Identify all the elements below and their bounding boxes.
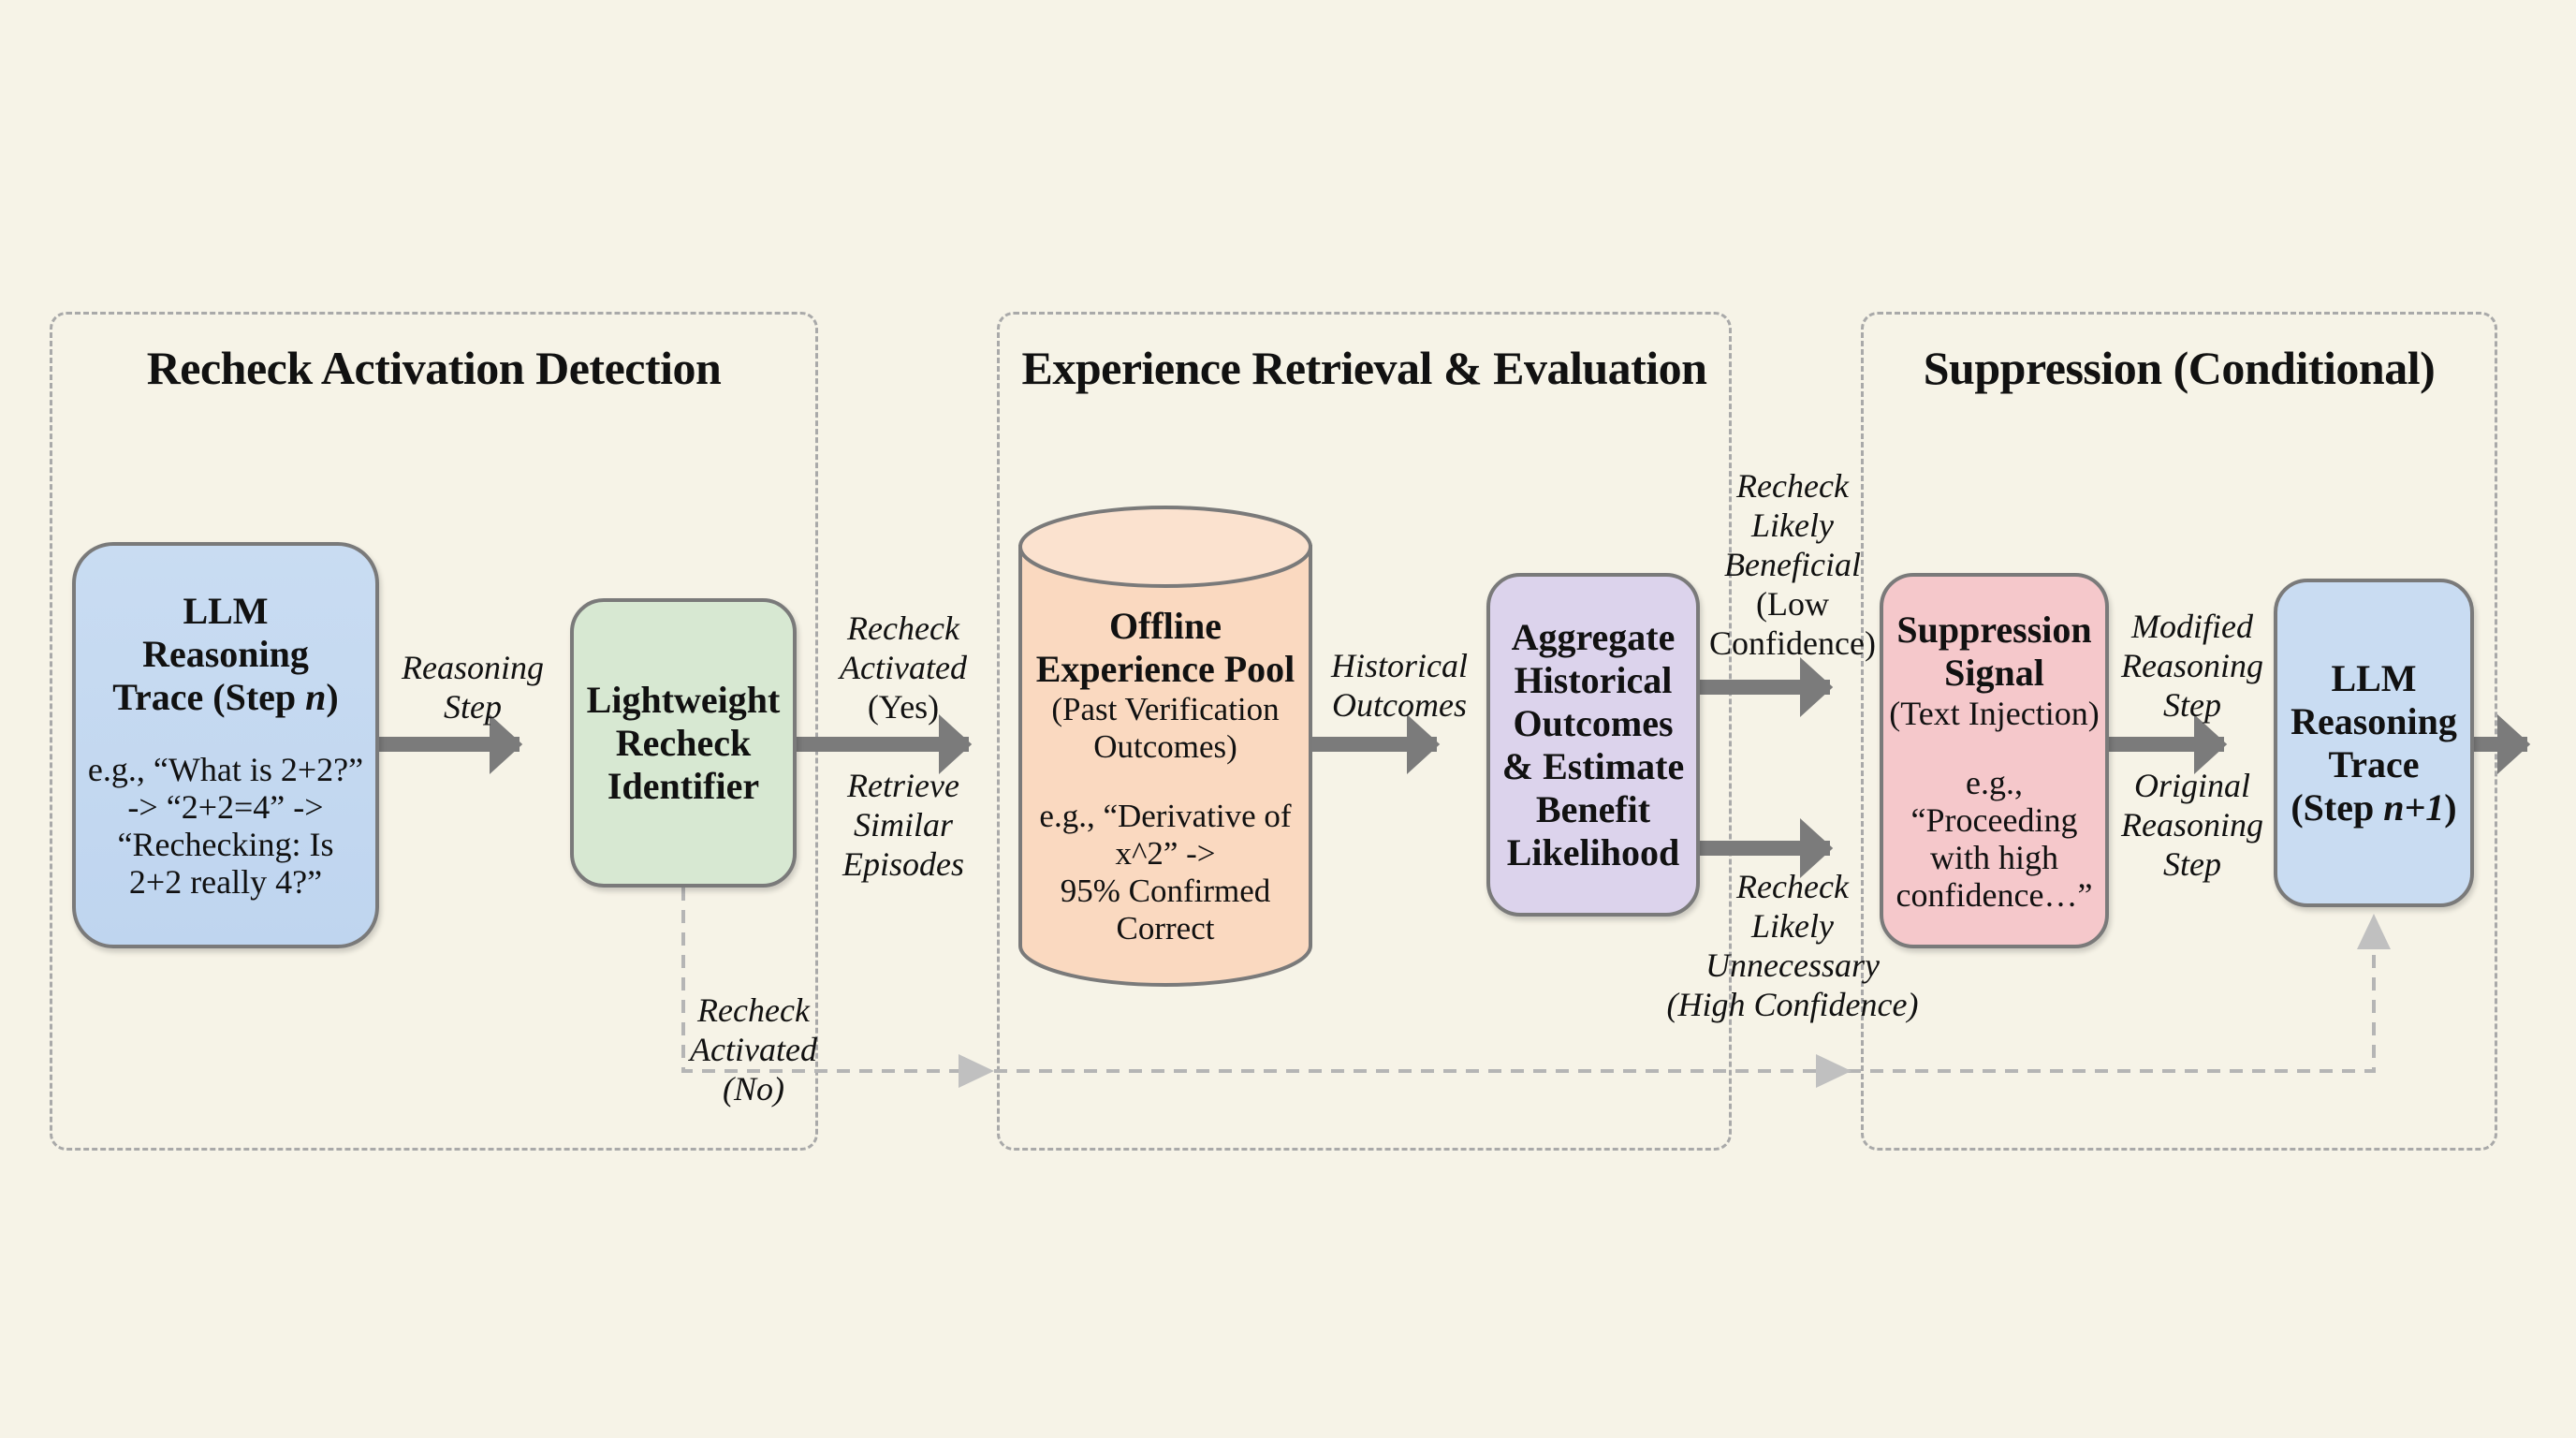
label-line: Retrieve — [847, 767, 959, 804]
label-line: Unnecessary — [1705, 946, 1880, 984]
section-title: Experience Retrieval & Evaluation — [1021, 342, 1708, 394]
node-title: LLM — [183, 590, 269, 632]
edge-label-historical-outcomes: Historical Outcomes — [1310, 646, 1488, 725]
label-line: Recheck — [697, 991, 810, 1029]
label-line: Recheck — [1736, 868, 1849, 905]
node-example: e.g., “Derivative of — [1039, 798, 1292, 834]
node-example: x^2” -> — [1115, 835, 1216, 872]
node-llm-reasoning-trace-step-n1[interactable]: LLM Reasoning Trace (Step n+1) — [2274, 579, 2474, 907]
edge-label-likely-beneficial: Recheck Likely Beneficial (Low Confidenc… — [1685, 466, 1900, 663]
node-subtitle: (Past Verification — [1051, 691, 1280, 727]
label-line: Beneficial — [1724, 546, 1861, 583]
node-title: & Estimate — [1501, 744, 1685, 787]
label-line: (Yes) — [867, 688, 940, 726]
node-example: e.g., — [1966, 763, 2023, 801]
node-title: Outcomes — [1513, 701, 1674, 744]
section-recheck-activation-detection: Recheck Activation Detection — [50, 312, 818, 1151]
label-line: Activated — [840, 649, 967, 686]
node-example: e.g., “What is 2+2?” — [87, 751, 364, 788]
node-title: Trace — [2328, 742, 2420, 785]
label-line: Historical — [1330, 647, 1468, 684]
node-title: LLM — [2331, 656, 2417, 699]
node-title-text: (Step — [2291, 785, 2384, 829]
node-title: Historical — [1514, 658, 1673, 701]
node-title: Reasoning — [2291, 699, 2457, 742]
node-title: Identifier — [607, 764, 760, 807]
label-line: Activated — [690, 1031, 817, 1068]
node-example: 95% Confirmed — [1060, 873, 1271, 909]
edge-label-recheck-activated-yes: Recheck Activated (Yes) — [814, 609, 992, 726]
section-experience-retrieval: Experience Retrieval & Evaluation — [997, 312, 1732, 1151]
node-example: “Rechecking: Is — [117, 826, 334, 863]
edge-label-recheck-activated-no: Recheck Activated (No) — [669, 990, 838, 1108]
label-line: Step — [444, 688, 502, 726]
label-line: Recheck — [847, 609, 959, 647]
node-title: Aggregate — [1511, 615, 1676, 658]
node-example: 2+2 really 4?” — [128, 863, 323, 901]
node-title: (Step n+1) — [2291, 786, 2456, 829]
edge-label-modified-reasoning-step: Modified Reasoning Step — [2108, 607, 2276, 725]
node-example: Correct — [1116, 910, 1215, 946]
section-title: Recheck Activation Detection — [146, 342, 722, 394]
node-subtitle: Outcomes) — [1093, 728, 1237, 765]
label-line: (Low — [1756, 585, 1829, 623]
node-title: Reasoning — [142, 633, 309, 675]
edge-label-likely-unnecessary: Recheck Likely Unnecessary (High Confide… — [1647, 867, 1938, 1024]
node-title: Trace (Step n) — [112, 676, 338, 719]
edge-label-reasoning-step: Reasoning Step — [384, 648, 562, 726]
label-line: Likely — [1751, 907, 1834, 945]
dashed-arrowhead — [2357, 914, 2391, 949]
node-suppression-signal[interactable]: Suppression Signal (Text Injection) e.g.… — [1880, 573, 2109, 948]
label-line: Recheck — [1736, 467, 1849, 505]
label-line: Modified — [2131, 608, 2253, 645]
label-line: Step — [2163, 686, 2221, 724]
node-title: Recheck — [615, 721, 752, 764]
label-line: Step — [2163, 845, 2221, 883]
node-title-text: Trace (Step — [112, 676, 306, 718]
node-lightweight-recheck-identifier[interactable]: Lightweight Recheck Identifier — [570, 598, 797, 888]
node-example: -> “2+2=4” -> — [127, 788, 324, 826]
section-suppression: Suppression (Conditional) — [1861, 312, 2497, 1151]
node-title: Benefit — [1535, 787, 1651, 830]
section-title: Suppression (Conditional) — [1923, 342, 2436, 394]
label-line: Similar — [853, 806, 953, 844]
node-example: “Proceeding — [1910, 800, 2078, 839]
label-line: Reasoning — [402, 649, 544, 686]
node-offline-experience-pool[interactable]: Offline Experience Pool (Past Verificati… — [1020, 605, 1310, 947]
node-title: Offline — [1109, 605, 1222, 647]
node-title: Experience Pool — [1035, 648, 1295, 690]
node-title: Suppression — [1896, 608, 2092, 651]
step-variable: n — [305, 676, 327, 718]
label-line: (High Confidence) — [1666, 986, 1919, 1023]
node-title-close: ) — [2444, 785, 2457, 829]
dashed-arrowhead — [959, 1054, 994, 1088]
label-line: Confidence) — [1709, 624, 1876, 662]
label-line: Outcomes — [1332, 686, 1467, 724]
node-title-close: ) — [326, 676, 339, 718]
node-example: confidence…” — [1895, 875, 2093, 914]
label-line: Reasoning — [2121, 806, 2263, 844]
dashed-bypass-path — [681, 888, 2376, 1073]
label-line: (No) — [723, 1070, 784, 1108]
node-title: Lightweight — [586, 678, 781, 721]
node-title: Signal — [1944, 651, 2044, 694]
label-line: Original — [2133, 767, 2250, 804]
edge-label-original-reasoning-step: Original Reasoning Step — [2108, 766, 2276, 884]
dashed-arrowhead — [1816, 1054, 1852, 1088]
node-aggregate-estimate[interactable]: Aggregate Historical Outcomes & Estimate… — [1486, 573, 1700, 917]
label-line: Episodes — [842, 845, 964, 883]
node-example: with high — [1929, 838, 2058, 876]
node-title: Likelihood — [1506, 830, 1680, 873]
label-line: Reasoning — [2121, 647, 2263, 684]
node-llm-reasoning-trace-step-n[interactable]: LLM Reasoning Trace (Step n) e.g., “What… — [72, 542, 379, 948]
step-variable: n+1 — [2383, 785, 2445, 829]
edge-label-retrieve-similar-episodes: Retrieve Similar Episodes — [814, 766, 992, 884]
label-line: Likely — [1751, 506, 1834, 544]
node-subtitle: (Text Injection) — [1889, 694, 2100, 732]
